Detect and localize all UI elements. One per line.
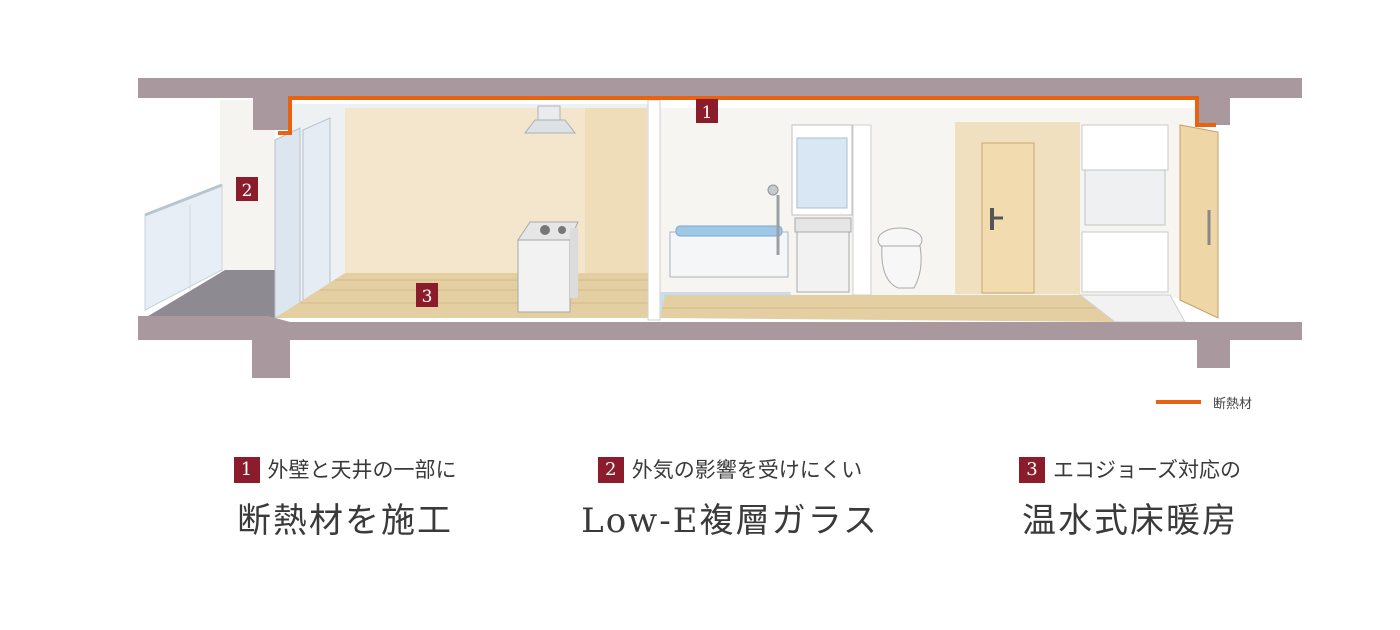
toilet-divider xyxy=(852,124,872,296)
range-hood xyxy=(523,105,577,134)
feature-2-number: 2 xyxy=(597,457,624,483)
kitchen-counter xyxy=(517,221,579,313)
feature-1-number: 1 xyxy=(233,457,260,483)
marker-3-label: 3 xyxy=(422,287,433,307)
feature-2: 2 外気の影響を受けにくい Low-E複層ガラス xyxy=(520,455,940,543)
marker-2: 2 xyxy=(236,177,258,201)
ceiling-slab xyxy=(138,78,1302,130)
kitchen-side-wall xyxy=(585,108,647,298)
marker-3: 3 xyxy=(416,283,438,307)
feature-1: 1 外壁と天井の一部に 断熱材を施工 xyxy=(135,455,555,543)
insulation-line xyxy=(278,96,1216,135)
feature-3-number: 3 xyxy=(1019,457,1046,483)
legend-swatch xyxy=(1156,400,1201,404)
feature-1-subtitle: 外壁と天井の一部に xyxy=(267,458,457,482)
balcony-floor xyxy=(145,270,290,318)
marker-2-label: 2 xyxy=(242,181,253,201)
floor-slab xyxy=(138,316,1302,378)
feature-2-subtitle: 外気の影響を受けにくい xyxy=(631,458,863,482)
feature-3-subtitle: エコジョーズ対応の xyxy=(1053,458,1241,482)
feature-3-title: 温水式床暖房 xyxy=(1022,501,1238,541)
legend-label: 断熱材 xyxy=(1213,397,1253,412)
partition-wall xyxy=(647,99,661,321)
marker-1: 1 xyxy=(696,99,718,123)
hallway-door xyxy=(981,142,1035,294)
feature-3: 3 エコジョーズ対応の 温水式床暖房 xyxy=(920,455,1340,543)
feature-2-title: Low-E複層ガラス xyxy=(581,501,879,541)
toilet xyxy=(877,227,923,289)
vanity xyxy=(791,124,853,293)
floor-section-diagram: 1 2 3 xyxy=(138,78,1302,378)
marker-1-label: 1 xyxy=(702,103,713,123)
shower xyxy=(767,184,780,255)
shoe-cabinet xyxy=(1081,124,1169,293)
balcony-rail xyxy=(144,183,223,311)
feature-1-title: 断熱材を施工 xyxy=(237,501,453,541)
bathtub xyxy=(669,225,789,278)
entrance-door xyxy=(1179,124,1219,319)
